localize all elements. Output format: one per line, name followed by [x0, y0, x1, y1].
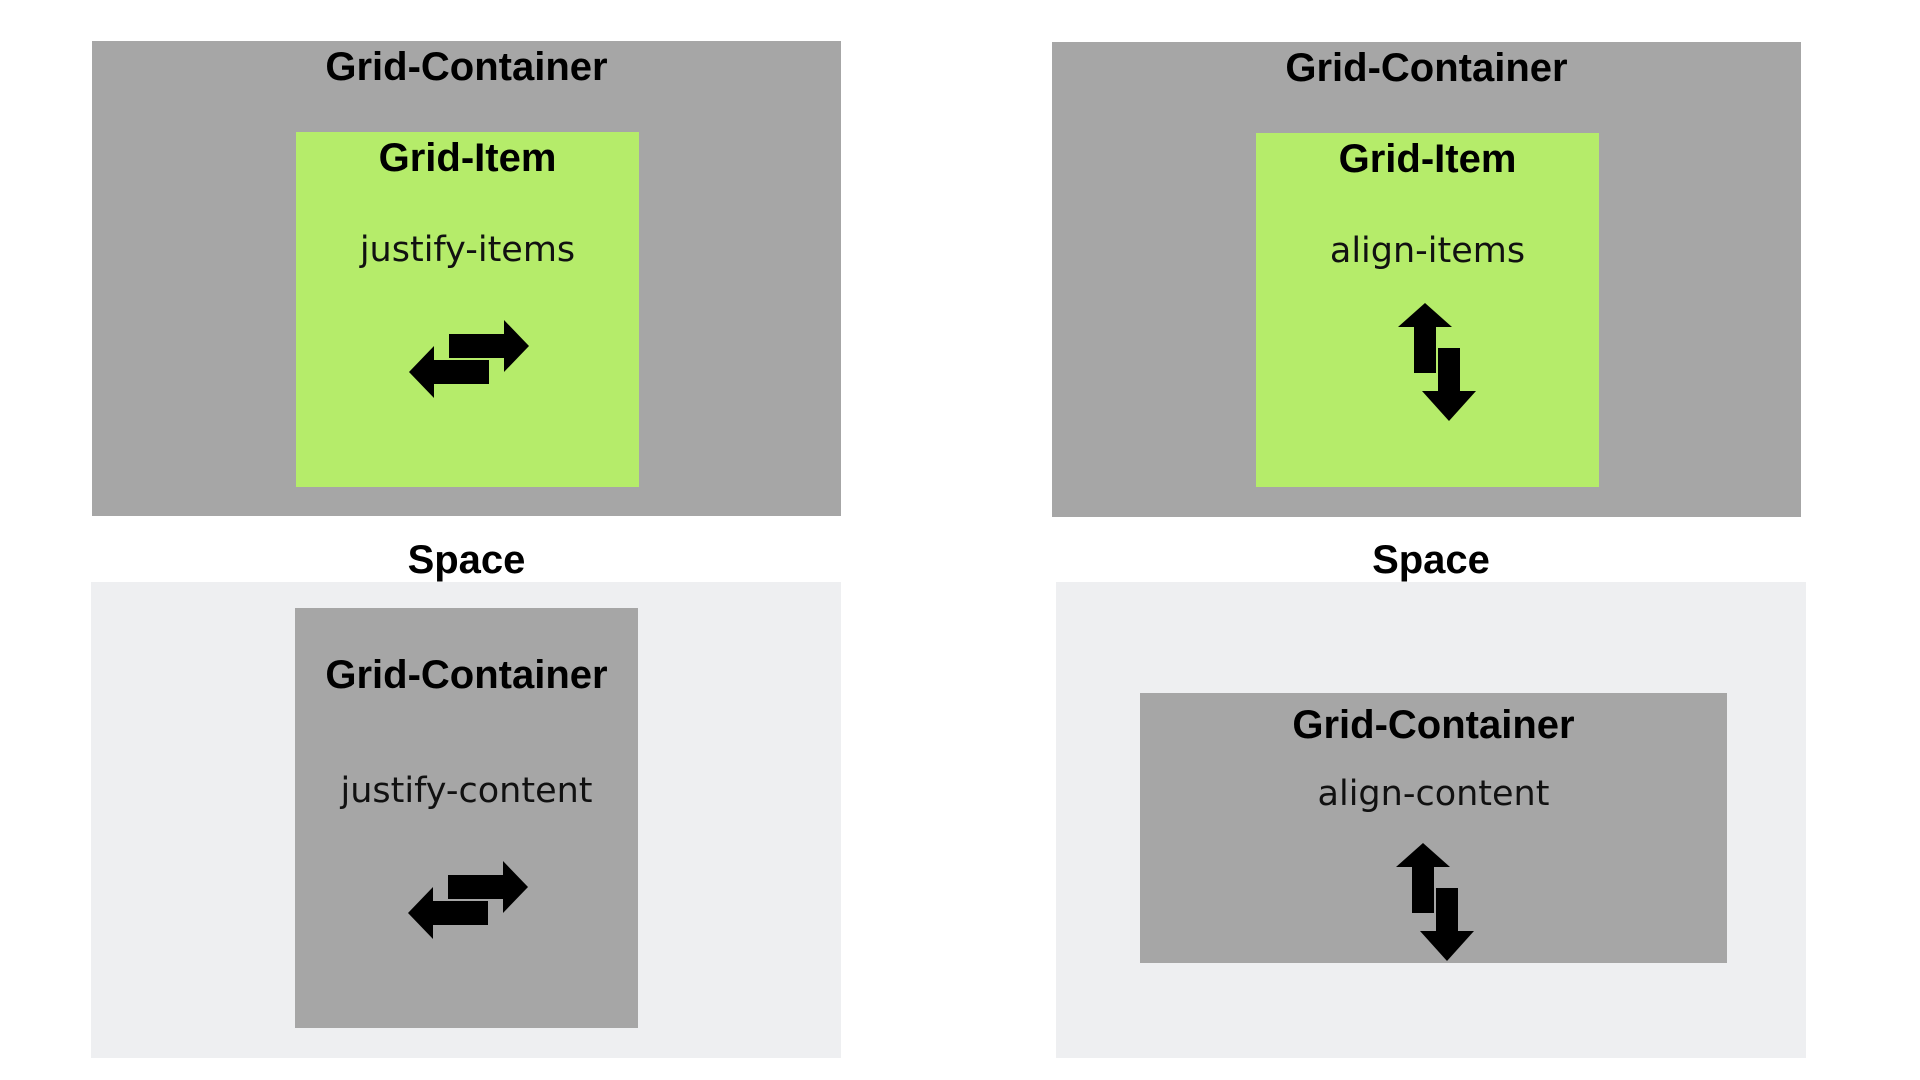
justify-items-label: justify-items: [359, 230, 576, 270]
align-items-label: align-items: [1329, 231, 1526, 271]
bottom-right-grid-container: Grid-Container align-content: [1140, 693, 1727, 963]
bottom-left-grid-container: Grid-Container justify-content: [295, 608, 638, 1028]
bottom-left-space-label: Space: [407, 538, 526, 582]
top-left-grid-item: Grid-Item justify-items: [296, 132, 639, 487]
top-left-grid-container: Grid-Container Grid-Item justify-items: [92, 41, 841, 516]
top-right-container-title: Grid-Container: [1285, 46, 1568, 90]
top-right-item-title: Grid-Item: [1338, 137, 1517, 181]
bottom-left-container-title: Grid-Container: [325, 653, 608, 697]
top-left-item-title: Grid-Item: [378, 136, 557, 180]
top-right-grid-item: Grid-Item align-items: [1256, 133, 1599, 487]
vertical-swap-arrows-icon: [1390, 303, 1480, 423]
align-content-label: align-content: [1317, 774, 1550, 814]
bottom-right-space-area: Grid-Container align-content: [1056, 582, 1806, 1058]
bottom-left-space-area: Grid-Container justify-content: [91, 582, 841, 1058]
horizontal-swap-arrows-icon: [408, 851, 528, 941]
horizontal-swap-arrows-icon: [409, 310, 529, 400]
vertical-swap-arrows-icon: [1388, 843, 1478, 963]
bottom-right-container-title: Grid-Container: [1292, 703, 1575, 747]
justify-content-label: justify-content: [340, 771, 593, 811]
top-left-container-title: Grid-Container: [325, 45, 608, 89]
top-right-grid-container: Grid-Container Grid-Item align-items: [1052, 42, 1801, 517]
bottom-right-space-label: Space: [1372, 538, 1490, 582]
